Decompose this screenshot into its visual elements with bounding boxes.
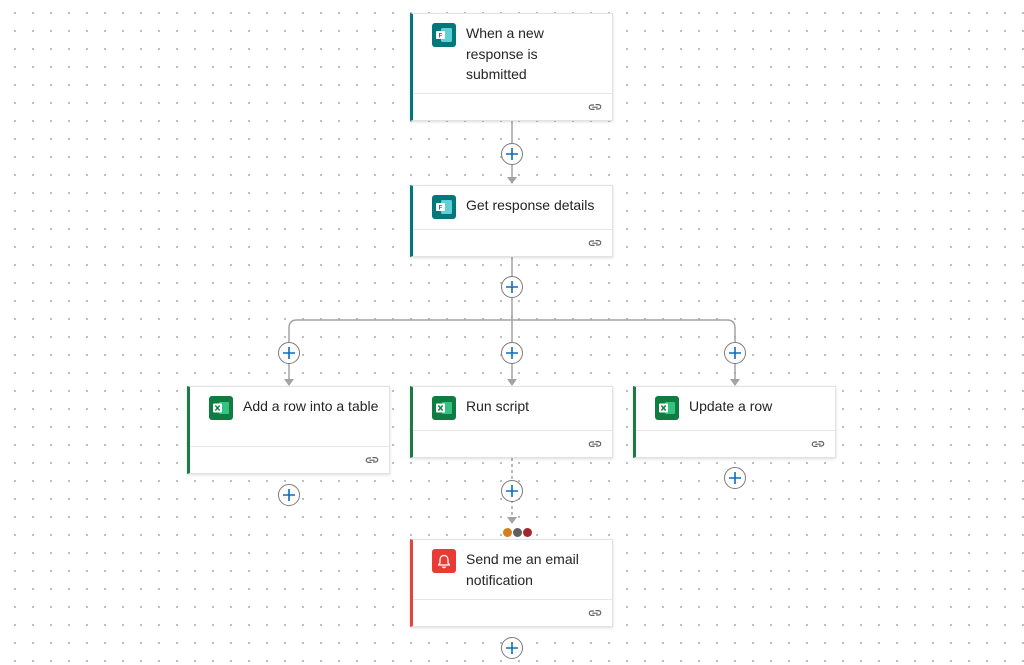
insert-step-button-after-add-row[interactable] (278, 484, 300, 506)
insert-step-button-center-branch[interactable] (501, 342, 523, 364)
connection-link-icon[interactable] (588, 607, 602, 619)
connection-link-icon[interactable] (588, 438, 602, 450)
card-footer (413, 599, 612, 626)
insert-step-button[interactable] (501, 276, 523, 298)
insert-step-button-end[interactable] (501, 637, 523, 659)
insert-step-button-right-branch[interactable] (724, 342, 746, 364)
run-after-status-indicator[interactable] (503, 528, 532, 537)
card-footer (636, 430, 835, 457)
insert-step-button[interactable] (501, 143, 523, 165)
connection-link-icon[interactable] (365, 454, 379, 466)
card-footer (413, 229, 612, 256)
card-title: Run script (466, 398, 530, 414)
card-footer (413, 93, 612, 120)
svg-text:F: F (439, 206, 443, 212)
insert-step-button-after-update-row[interactable] (724, 467, 746, 489)
run-after-dot-skipped (503, 528, 512, 537)
card-title: Get response details (466, 197, 595, 213)
run-after-dot-timed-out (513, 528, 522, 537)
excel-online-icon (209, 396, 233, 420)
card-title: When a new response is submitted (466, 25, 544, 82)
microsoft-forms-icon: F (432, 195, 456, 219)
plus-icon (729, 347, 741, 359)
action-card-run-script[interactable]: Run script (410, 386, 613, 458)
plus-icon (506, 485, 518, 497)
excel-online-icon (655, 396, 679, 420)
microsoft-forms-icon: F (432, 23, 456, 47)
plus-icon (283, 489, 295, 501)
connection-link-icon[interactable] (588, 101, 602, 113)
trigger-card-new-response[interactable]: F When a new response is submitted (410, 13, 613, 121)
svg-text:F: F (439, 34, 443, 40)
connection-link-icon[interactable] (811, 438, 825, 450)
connection-link-icon[interactable] (588, 237, 602, 249)
card-title: Add a row into a table (243, 398, 379, 414)
insert-step-button-left-branch[interactable] (278, 342, 300, 364)
excel-online-icon (432, 396, 456, 420)
plus-icon (729, 472, 741, 484)
card-title: Update a row (689, 398, 773, 414)
plus-icon (506, 642, 518, 654)
run-after-dot-failed (523, 528, 532, 537)
plus-icon (506, 347, 518, 359)
plus-icon (506, 281, 518, 293)
plus-icon (283, 347, 295, 359)
card-footer (413, 430, 612, 457)
action-card-update-row[interactable]: Update a row (633, 386, 836, 458)
card-footer (190, 446, 389, 473)
action-card-add-row[interactable]: Add a row into a table (187, 386, 390, 474)
notification-bell-icon (432, 549, 456, 573)
action-card-get-response-details[interactable]: F Get response details (410, 185, 613, 257)
card-title: Send me an email notification (466, 551, 579, 588)
plus-icon (506, 148, 518, 160)
action-card-send-email-notification[interactable]: Send me an email notification (410, 539, 613, 627)
insert-step-button-after-run-script[interactable] (501, 480, 523, 502)
